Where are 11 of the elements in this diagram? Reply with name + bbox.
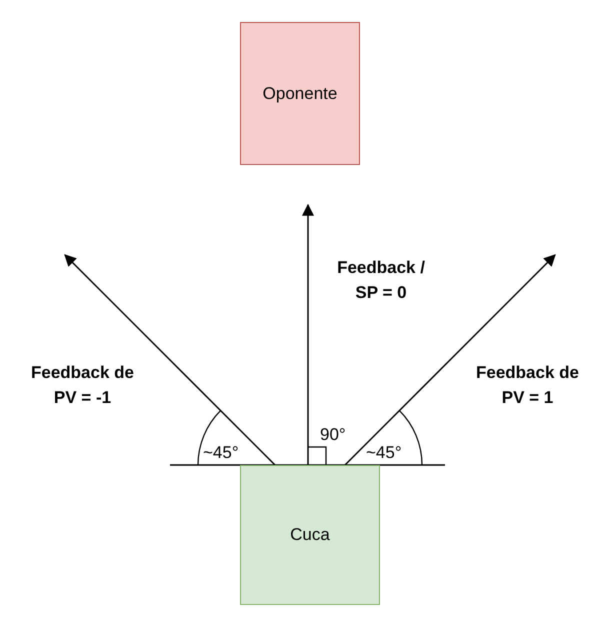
angle-label: ~45° — [366, 443, 402, 463]
process-box: Cuca — [240, 465, 380, 605]
arrow — [344, 254, 556, 466]
arrow — [302, 204, 314, 465]
edge-label: Feedback de PV = 1 — [475, 362, 580, 409]
edge-label: Feedback / SP = 0 — [337, 257, 425, 304]
edge-label: Feedback de PV = -1 — [30, 362, 135, 409]
process-box: Oponente — [240, 22, 360, 165]
angle-label: ~45° — [203, 443, 239, 463]
angle-label: 90° — [320, 425, 346, 445]
arrow — [64, 254, 276, 466]
